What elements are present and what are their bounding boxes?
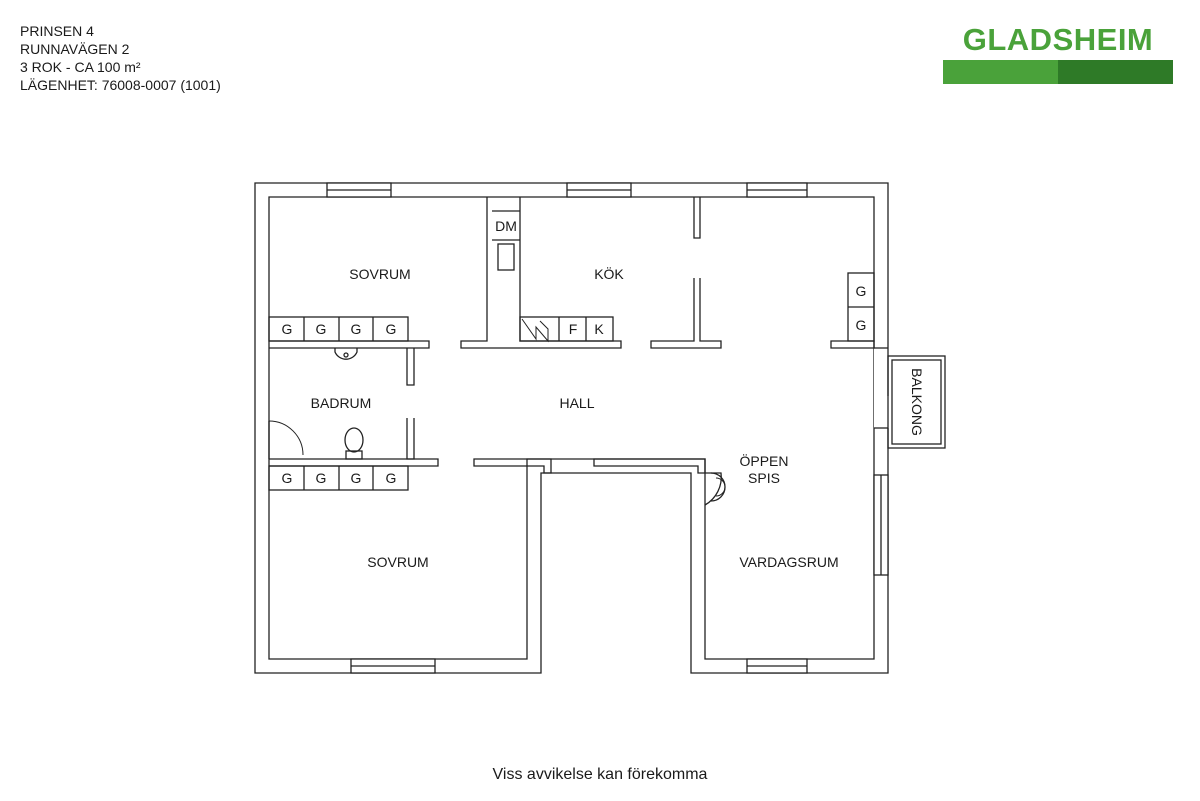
label-spis: SPIS xyxy=(748,470,780,486)
wall xyxy=(830,340,875,349)
fireplace xyxy=(704,472,722,506)
wall xyxy=(693,197,701,239)
kitchen-counter xyxy=(519,316,614,342)
wardrobe-label: G xyxy=(856,283,867,299)
room-label-kok: KÖK xyxy=(594,265,624,282)
dishwasher-label: DM xyxy=(495,218,517,234)
wardrobe-label: G xyxy=(351,470,362,486)
stove-symbol xyxy=(521,318,549,343)
sink xyxy=(334,348,358,360)
wall xyxy=(269,458,439,467)
room-label-sovrum-bottom: SOVRUM xyxy=(367,554,428,570)
door-arc xyxy=(268,420,304,456)
wardrobe-label: G xyxy=(316,470,327,486)
room-label-vardagsrum: VARDAGSRUM xyxy=(739,554,838,570)
gladsheim-logo: GLADSHEIM xyxy=(943,20,1173,84)
wardrobe-label: G xyxy=(386,321,397,337)
apartment-number: LÄGENHET: 76008-0007 (1001) xyxy=(20,77,221,93)
room-label-sovrum-top: SOVRUM xyxy=(349,266,410,282)
logo-text: GLADSHEIM xyxy=(962,22,1154,57)
wall xyxy=(406,348,415,386)
room-label-hall: HALL xyxy=(559,395,594,411)
dishwasher xyxy=(497,243,515,271)
street-address: RUNNAVÄGEN 2 xyxy=(20,41,130,57)
wardrobe-label: G xyxy=(282,321,293,337)
balcony xyxy=(887,355,946,449)
property-info: PRINSEN 4 RUNNAVÄGEN 2 3 ROK - CA 100 m²… xyxy=(20,22,221,94)
disclaimer-note: Viss avvikelse kan förekomma xyxy=(492,766,708,783)
wardrobe-label: G xyxy=(316,321,327,337)
label-oppen: ÖPPEN xyxy=(739,452,788,469)
property-name: PRINSEN 4 xyxy=(20,23,94,39)
fridge-label: F xyxy=(569,321,578,337)
room-label-badrum: BADRUM xyxy=(311,395,372,411)
wall xyxy=(650,278,722,349)
freezer-label: K xyxy=(594,321,604,337)
wardrobe-label: G xyxy=(856,317,867,333)
wardrobe-label: G xyxy=(351,321,362,337)
wall xyxy=(473,458,552,474)
apartment-size: 3 ROK - CA 100 m² xyxy=(20,59,141,75)
wardrobe-label: G xyxy=(386,470,397,486)
outer-wall xyxy=(254,182,889,674)
balcony-door xyxy=(874,348,890,428)
wall xyxy=(593,458,706,474)
wall xyxy=(269,340,430,349)
logo-bar-dark xyxy=(1058,60,1173,84)
logo-bar-light xyxy=(943,60,1058,84)
wall xyxy=(406,418,415,460)
room-label-balkong: BALKONG xyxy=(909,368,925,436)
toilet xyxy=(344,427,364,453)
wardrobe-label: G xyxy=(282,470,293,486)
